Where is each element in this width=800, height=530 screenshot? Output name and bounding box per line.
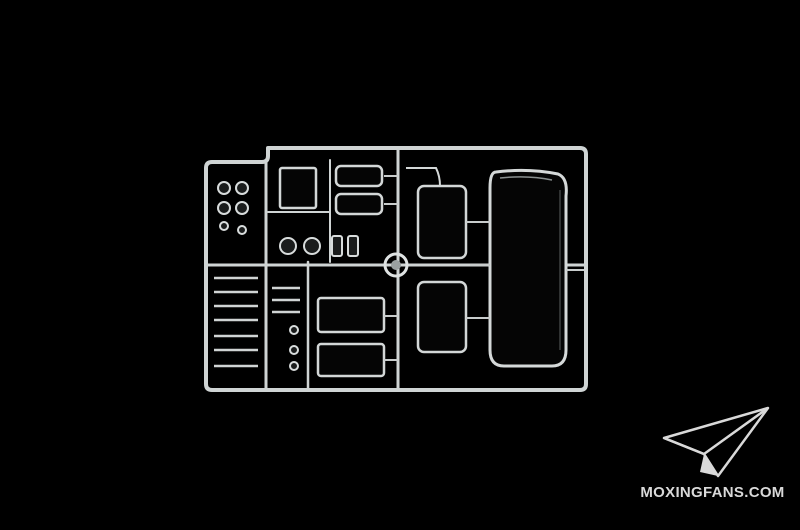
- rect-lenses: [331, 235, 359, 257]
- paper-plane-logo-icon: [662, 406, 770, 478]
- small-parts-column: [214, 276, 300, 368]
- sprue-hub: [383, 252, 409, 278]
- round-lenses: [217, 181, 321, 371]
- watermark-text: MOXINGFANS.COM: [640, 484, 785, 501]
- small-windows: [278, 164, 386, 378]
- runner-gates: [384, 175, 584, 361]
- windshield-part: [488, 168, 568, 368]
